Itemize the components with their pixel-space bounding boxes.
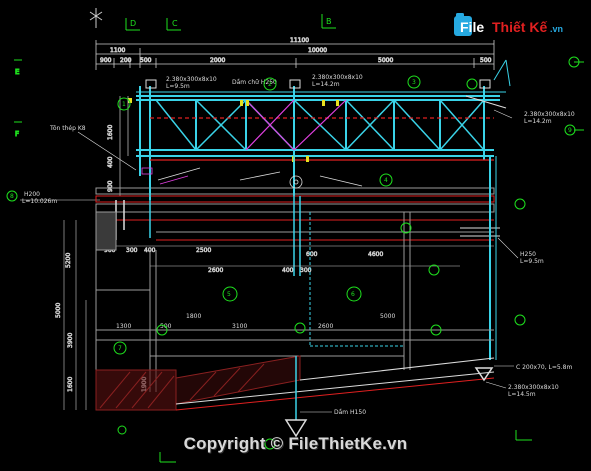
left-vertical-dims: 5200 5000 3900 1600 1900 xyxy=(55,220,148,410)
left-notes: Tôn thép K8 H200 L=10.026m xyxy=(20,125,137,205)
svg-text:Thiết Kế: Thiết Kế xyxy=(492,19,547,35)
svg-text:F: F xyxy=(15,130,19,138)
svg-text:2500: 2500 xyxy=(196,247,211,254)
top-dimensions: 11100 1100 10000 900 200 500 2000 5000 5… xyxy=(95,37,495,70)
filethietke-logo: File Thiết Kế .vn xyxy=(454,13,563,36)
north-arrow-icon xyxy=(89,8,103,28)
svg-text:5000: 5000 xyxy=(378,57,393,64)
svg-text:3100: 3100 xyxy=(232,323,247,330)
svg-text:900: 900 xyxy=(100,57,112,64)
note-bottom-beam-length: L=14.5m xyxy=(508,391,536,398)
logo-folder-icon xyxy=(454,13,472,36)
svg-text:5000: 5000 xyxy=(380,313,395,320)
truss-top-details xyxy=(136,79,507,109)
note-h150: Dầm H150 xyxy=(334,408,366,416)
grid-tags-top: D C B xyxy=(125,14,336,31)
svg-text:7: 7 xyxy=(118,345,122,352)
svg-text:1800: 1800 xyxy=(186,313,201,320)
svg-text:900: 900 xyxy=(107,180,114,192)
svg-text:1: 1 xyxy=(122,101,126,108)
left-margin-ticks: E F xyxy=(14,59,584,139)
dim-right: 10000 xyxy=(308,47,327,54)
svg-text:500: 500 xyxy=(140,57,152,64)
bottom-support xyxy=(284,356,494,438)
note-h200: H200 xyxy=(24,191,40,198)
callout-bubbles: 1 2 3 4 5 6 7 8 9 xyxy=(6,56,580,450)
note-tie: Tôn thép K8 xyxy=(49,125,86,132)
note-h200-length: L=10.026m xyxy=(22,198,57,205)
svg-text:400: 400 xyxy=(107,156,114,168)
svg-text:500: 500 xyxy=(480,57,492,64)
sloped-foundation xyxy=(95,355,495,411)
svg-text:300: 300 xyxy=(126,247,138,254)
mid-dimensions: 900 300 400 2500 2600 400 600 4600 300 xyxy=(96,245,494,274)
svg-text:9: 9 xyxy=(568,127,572,134)
svg-text:File: File xyxy=(460,19,484,35)
left-height-dims: 1600 400 900 xyxy=(107,96,129,196)
beam-label-1: 2.380x300x8x10 xyxy=(166,76,217,83)
note-h250: H250 xyxy=(520,251,536,258)
grid-tag-c: C xyxy=(172,19,178,28)
truss-bracing xyxy=(150,99,494,161)
copyright-watermark: Copyright © FileThietKe.vn xyxy=(183,434,408,453)
svg-text:E: E xyxy=(15,68,19,76)
svg-text:2: 2 xyxy=(268,81,272,88)
svg-text:300: 300 xyxy=(300,267,312,274)
beam-labels: 2.380x300x8x10 L=9.5m Dầm chữ H250 2.380… xyxy=(166,74,575,125)
svg-text:4: 4 xyxy=(384,177,388,184)
svg-text:600: 600 xyxy=(306,251,318,258)
svg-text:2600: 2600 xyxy=(208,267,223,274)
svg-text:2600: 2600 xyxy=(318,323,333,330)
dim-left: 1100 xyxy=(110,47,125,54)
svg-text:3: 3 xyxy=(412,79,416,86)
right-notes: H250 L=9.5m C 200x70, L=5.8m 2.380x300x8… xyxy=(300,237,572,416)
svg-text:1600: 1600 xyxy=(107,125,114,140)
beam-length-1: L=9.5m xyxy=(166,83,190,90)
svg-text:6: 6 xyxy=(351,291,355,298)
svg-text:5200: 5200 xyxy=(65,253,72,268)
svg-text:400: 400 xyxy=(282,267,294,274)
svg-text:1600: 1600 xyxy=(67,377,74,392)
svg-text:3900: 3900 xyxy=(67,333,74,348)
beam-length-3: L=14.2m xyxy=(312,81,340,88)
beam-label-3: 2.380x300x8x10 xyxy=(312,74,363,81)
svg-text:8: 8 xyxy=(10,193,14,200)
svg-text:5: 5 xyxy=(227,291,231,298)
svg-text:200: 200 xyxy=(120,57,132,64)
svg-text:.vn: .vn xyxy=(550,24,563,34)
grid-tag-d: D xyxy=(130,19,136,28)
crane-girders xyxy=(95,187,500,241)
beam-length-4: L=14.2m xyxy=(524,118,552,125)
grid-tag-b: B xyxy=(326,17,332,26)
beam-label-2: Dầm chữ H250 xyxy=(232,78,277,86)
beam-label-4: 2.380x300x8x10 xyxy=(524,111,575,118)
note-c200: C 200x70, L=5.8m xyxy=(516,364,572,371)
bottom-grid-tags xyxy=(159,430,532,463)
svg-text:2000: 2000 xyxy=(210,57,225,64)
svg-text:4600: 4600 xyxy=(368,251,383,258)
dim-overall: 11100 xyxy=(290,37,309,44)
roof-truss xyxy=(136,59,511,200)
svg-text:5000: 5000 xyxy=(55,303,62,318)
crane-cables xyxy=(141,167,363,189)
svg-text:1300: 1300 xyxy=(116,323,131,330)
note-bottom-beam: 2.380x300x8x10 xyxy=(508,384,559,391)
note-h250-length: L=9.5m xyxy=(520,258,544,265)
